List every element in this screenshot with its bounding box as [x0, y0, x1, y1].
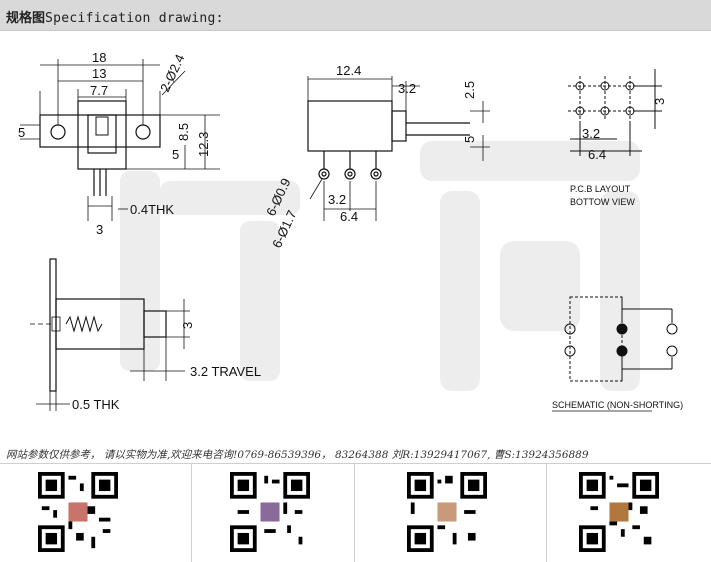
contact-note: 网站参数仅供参考， 请以实物为准,欢迎来电咨询!0769-86539396， 8…	[6, 449, 589, 461]
dim-3: 3	[96, 222, 103, 237]
dim-13: 13	[92, 66, 106, 81]
dim-3-2-top: 3.2	[398, 81, 416, 96]
dim-5-left: 5	[18, 125, 25, 140]
qr-code-row	[0, 463, 711, 562]
dim-travel: 3.2 TRAVEL	[190, 364, 261, 379]
dim-0-5-thk: 0.5 THK	[72, 397, 120, 412]
dim-12-3: 12.3	[196, 132, 211, 157]
side-view	[307, 100, 470, 180]
qr-code-2[interactable]	[230, 472, 310, 552]
dim-18: 18	[92, 50, 106, 65]
front-dimensions	[20, 59, 220, 221]
schematic	[564, 296, 678, 382]
dim-3-2-pin: 3.2	[328, 192, 346, 207]
schematic-label: SCHEMATIC (NON-SHORTING)	[552, 400, 683, 410]
dim-12-4: 12.4	[336, 63, 361, 78]
dim-0-4-thk: 0.4THK	[130, 202, 174, 217]
qr-cell-3	[355, 464, 547, 562]
dim-pcb-6-4: 6.4	[588, 147, 606, 162]
qr-cell-1	[0, 464, 192, 562]
spring-view	[30, 258, 167, 392]
qr-cell-2	[192, 464, 355, 562]
dim-6-4-pin: 6.4	[340, 209, 358, 224]
dim-pcb-3-2: 3.2	[582, 126, 600, 141]
pcb-labels: 3 3.2 6.4 P.C.B LAYOUT BOTTOW VIEW	[570, 98, 667, 207]
dim-front-3: 3	[180, 322, 195, 329]
page-title: 规格图Specification drawing:	[6, 7, 224, 26]
spring-dimensions	[36, 299, 190, 411]
title-cn: 规格图	[6, 11, 46, 26]
qr-cell-4	[547, 464, 711, 562]
qr-code-1[interactable]	[38, 472, 118, 552]
dim-7-7: 7.7	[90, 83, 108, 98]
pcb-layout-label: P.C.B LAYOUT	[570, 184, 631, 194]
dim-pcb-3: 3	[652, 98, 667, 105]
schematic-labels: SCHEMATIC (NON-SHORTING)	[552, 400, 683, 410]
title-en: Specification drawing:	[45, 11, 224, 26]
dim-8-5: 8.5	[176, 123, 191, 141]
qr-code-4[interactable]	[579, 472, 659, 552]
front-view	[39, 100, 161, 196]
bottom-view-label: BOTTOW VIEW	[570, 197, 635, 207]
qr-code-3[interactable]	[407, 472, 487, 552]
pcb-layout	[568, 69, 662, 156]
side-dimensions	[307, 76, 490, 221]
dim-5-side: 5	[462, 136, 477, 143]
spring-labels: 3 3.2 TRAVEL 0.5 THK	[72, 322, 261, 412]
specification-drawing: 18 13 7.7 2-Ø2.4 5 5 8.5 12.3 0.4THK 3	[0, 31, 711, 443]
dim-2-5: 2.5	[462, 81, 477, 99]
dim-5-right: 5	[172, 147, 179, 162]
watermark	[120, 141, 640, 391]
header-bar: 规格图Specification drawing:	[0, 0, 711, 31]
